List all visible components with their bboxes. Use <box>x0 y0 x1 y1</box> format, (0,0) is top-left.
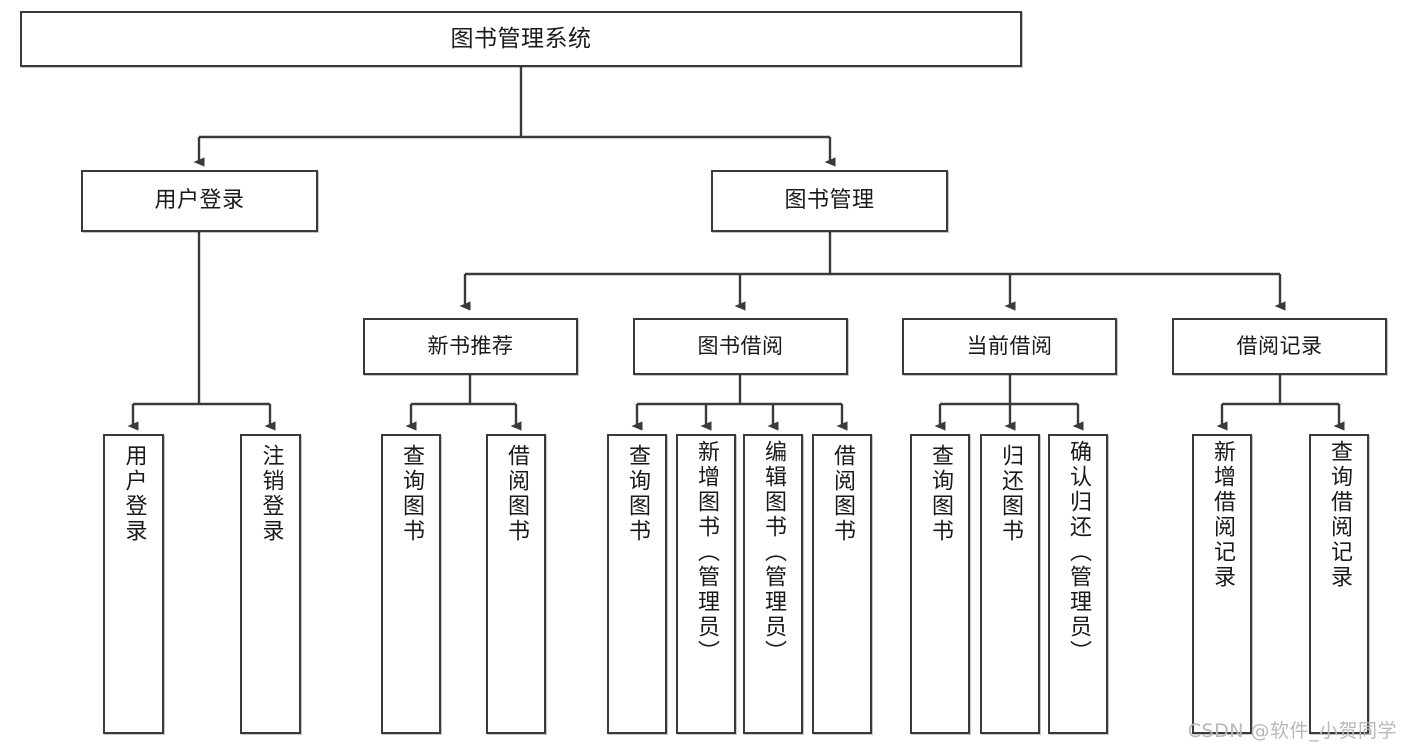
node-book-borrow[interactable]: 图书借阅 <box>633 318 848 375</box>
leaf-add-borrow-record[interactable]: 新增借阅记录 <box>1192 434 1252 734</box>
node-label: 编辑图书（管理员） <box>761 440 786 665</box>
node-label: 当前借阅 <box>966 334 1053 359</box>
node-root-book-management-system[interactable]: 图书管理系统 <box>20 11 1022 67</box>
leaf-edit-book-admin[interactable]: 编辑图书（管理员） <box>743 434 803 734</box>
node-label: 新增图书（管理员） <box>694 440 719 665</box>
node-current-borrow[interactable]: 当前借阅 <box>902 318 1117 375</box>
node-label: 注销登录 <box>258 444 284 544</box>
node-label: 查询图书 <box>928 444 953 544</box>
node-label: 借阅图书 <box>830 444 855 544</box>
leaf-user-login[interactable]: 用户登录 <box>103 434 164 734</box>
node-label: 新增借阅记录 <box>1210 440 1235 590</box>
leaf-query-borrow-record[interactable]: 查询借阅记录 <box>1309 434 1369 734</box>
node-label: 借阅记录 <box>1236 334 1323 359</box>
node-new-book-recommend[interactable]: 新书推荐 <box>363 318 578 375</box>
leaf-return-book[interactable]: 归还图书 <box>980 434 1040 734</box>
leaf-borrow-book[interactable]: 借阅图书 <box>812 434 872 734</box>
node-borrow-record[interactable]: 借阅记录 <box>1172 318 1387 375</box>
node-label: 图书管理 <box>784 188 875 214</box>
node-label: 确认归还（管理员） <box>1066 440 1091 665</box>
node-user-login[interactable]: 用户登录 <box>81 170 318 232</box>
leaf-query-book-current[interactable]: 查询图书 <box>910 434 970 734</box>
csdn-watermark: CSDN @软件_小贺同学 <box>1187 720 1397 742</box>
node-label: 用户登录 <box>154 188 245 214</box>
leaf-confirm-return-admin[interactable]: 确认归还（管理员） <box>1048 434 1108 734</box>
node-label: 查询图书 <box>625 444 650 544</box>
node-label: 查询借阅记录 <box>1327 440 1352 590</box>
leaf-add-book-admin[interactable]: 新增图书（管理员） <box>676 434 736 734</box>
leaf-query-book-borrow[interactable]: 查询图书 <box>607 434 667 734</box>
node-book-management[interactable]: 图书管理 <box>711 170 948 232</box>
node-label: 图书借阅 <box>697 334 784 359</box>
leaf-logout[interactable]: 注销登录 <box>240 434 301 734</box>
leaf-borrow-book-newbook[interactable]: 借阅图书 <box>486 434 546 734</box>
node-label: 查询图书 <box>399 444 424 544</box>
node-label: 用户登录 <box>121 444 147 544</box>
node-label: 借阅图书 <box>504 444 529 544</box>
node-label: 图书管理系统 <box>450 25 592 52</box>
leaf-query-book-newbook[interactable]: 查询图书 <box>381 434 441 734</box>
node-label: 新书推荐 <box>427 334 514 359</box>
node-label: 归还图书 <box>998 444 1023 544</box>
